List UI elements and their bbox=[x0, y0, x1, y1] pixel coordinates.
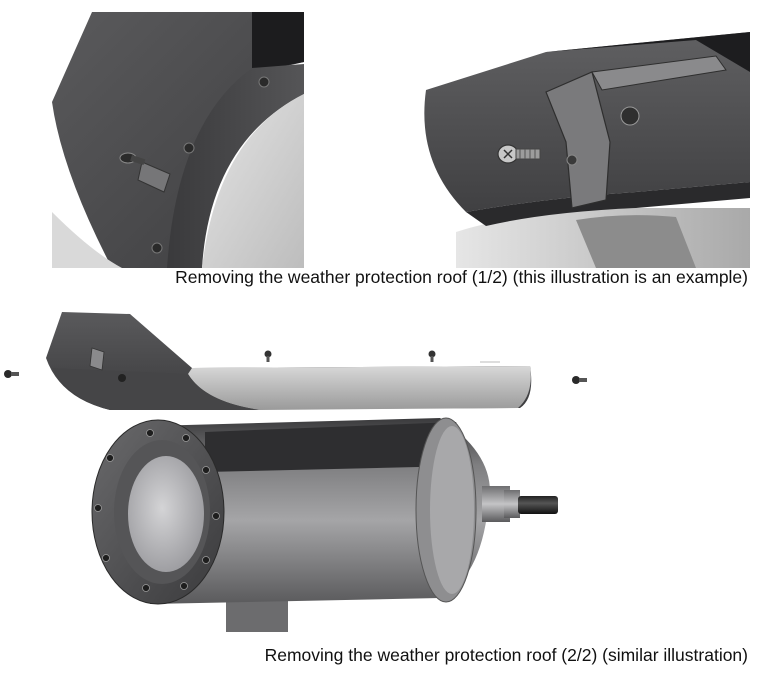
flange-bolt-icon bbox=[94, 504, 102, 512]
roof-bolt-icon bbox=[620, 106, 640, 126]
weather-roof-detached bbox=[46, 312, 532, 410]
weather-roof-panel bbox=[52, 12, 304, 268]
flange-bolt-icon bbox=[180, 582, 188, 590]
flange-bolt-icon bbox=[183, 142, 195, 154]
flange-bolt-icon bbox=[202, 466, 210, 474]
figure-roof-closeup-left-drawing bbox=[52, 12, 304, 268]
caption-figure-2: Removing the weather protection roof (2/… bbox=[264, 645, 748, 665]
flange-bolt-icon bbox=[182, 434, 190, 442]
flange-bolt-icon bbox=[212, 512, 220, 520]
bracket-bolt-icon bbox=[566, 154, 578, 166]
flange-bolt-icon bbox=[146, 429, 154, 437]
flange-bolt-icon bbox=[202, 556, 210, 564]
flange-bolt-icon bbox=[142, 584, 150, 592]
flange-bolt-icon bbox=[102, 554, 110, 562]
housing-flange bbox=[167, 64, 304, 268]
lens-window bbox=[202, 94, 304, 268]
roof-screw-hole-icon bbox=[118, 374, 126, 382]
roof-mount-screw-icon bbox=[264, 350, 272, 358]
roof-bracket bbox=[137, 161, 171, 193]
caption-figure-1: Removing the weather protection roof (1/… bbox=[175, 267, 748, 287]
roof-bracket bbox=[89, 347, 105, 371]
roof-mount-screw-icon bbox=[428, 350, 436, 358]
figure-housing-exploded-drawing bbox=[0, 298, 600, 638]
figure-roof-closeup-left bbox=[52, 12, 304, 268]
flange-bolt-icon bbox=[106, 454, 114, 462]
figure-roof-closeup-right-drawing bbox=[396, 12, 750, 268]
figure-housing-exploded bbox=[0, 298, 600, 638]
lens-window bbox=[128, 456, 204, 572]
cable bbox=[518, 496, 558, 514]
loose-screw-left-icon bbox=[4, 370, 19, 378]
flange-bolt-icon bbox=[151, 242, 163, 254]
figure-roof-closeup-right bbox=[396, 12, 750, 268]
flange-bolt-icon bbox=[258, 76, 270, 88]
loose-screw-right-icon bbox=[572, 376, 587, 384]
